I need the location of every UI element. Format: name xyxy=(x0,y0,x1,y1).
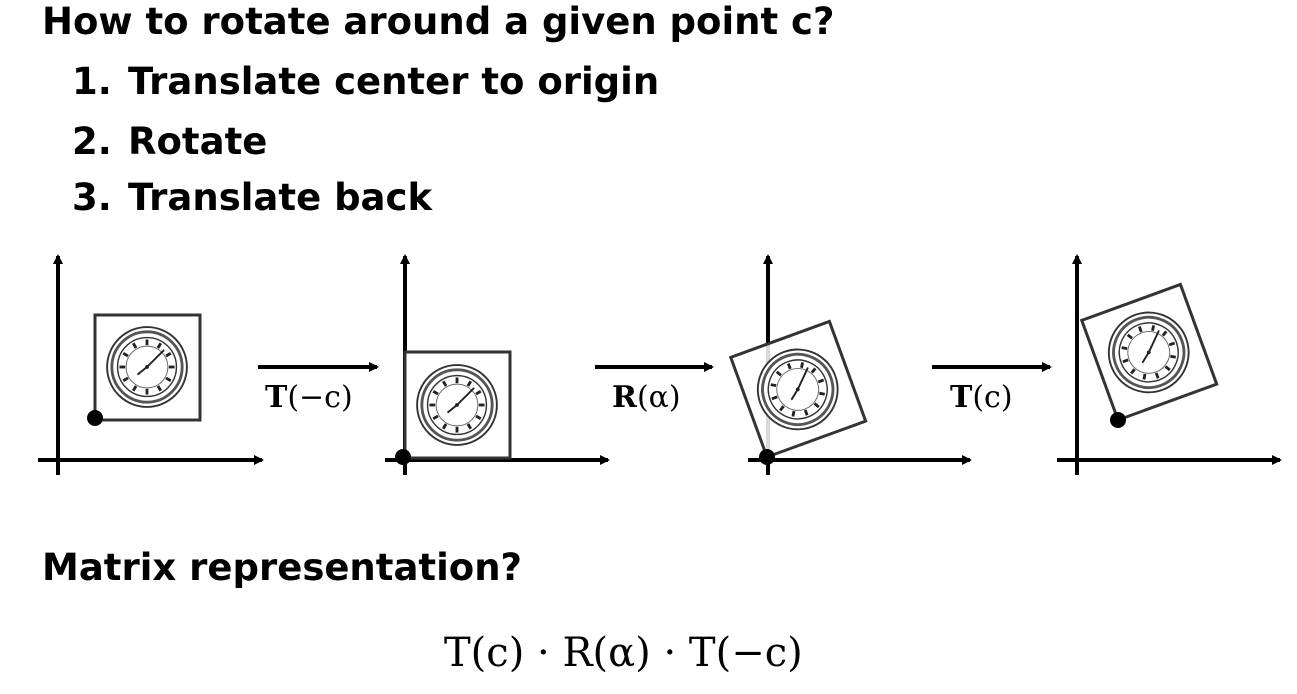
operator: R xyxy=(612,380,637,415)
center-point-c xyxy=(1110,412,1126,428)
argument: (−c) xyxy=(287,380,353,415)
label-translate-c: T(c) xyxy=(950,380,1013,415)
operator: T xyxy=(265,380,288,415)
panel-final xyxy=(1057,254,1282,475)
clock-image xyxy=(415,363,499,447)
step-3: 3. Translate back xyxy=(72,176,432,219)
center-point-c xyxy=(395,449,411,465)
step-number: 2. xyxy=(72,120,112,163)
clock-image xyxy=(105,325,189,409)
operator: T xyxy=(950,380,973,415)
step-number: 3. xyxy=(72,176,112,219)
center-point-c xyxy=(759,449,775,465)
step-text: Translate center to origin xyxy=(128,60,660,103)
step-2: 2. Rotate xyxy=(72,120,267,163)
center-point-c xyxy=(87,410,103,426)
step-number: 1. xyxy=(72,60,112,103)
step-1: 1. Translate center to origin xyxy=(72,60,659,103)
slide-title: How to rotate around a given point c? xyxy=(42,0,835,43)
panel-rotated xyxy=(728,254,972,475)
step-text: Translate back xyxy=(128,176,433,219)
panel-original xyxy=(38,254,264,475)
matrix-formula: T(c) · R(α) · T(−c) xyxy=(444,630,803,676)
label-translate-neg-c: T(−c) xyxy=(265,380,353,415)
argument: (α) xyxy=(636,380,681,415)
step-text: Rotate xyxy=(128,120,268,163)
matrix-question: Matrix representation? xyxy=(42,546,523,589)
label-rotate-alpha: R(α) xyxy=(612,380,681,415)
argument: (c) xyxy=(972,380,1013,415)
panel-translated xyxy=(385,254,610,475)
